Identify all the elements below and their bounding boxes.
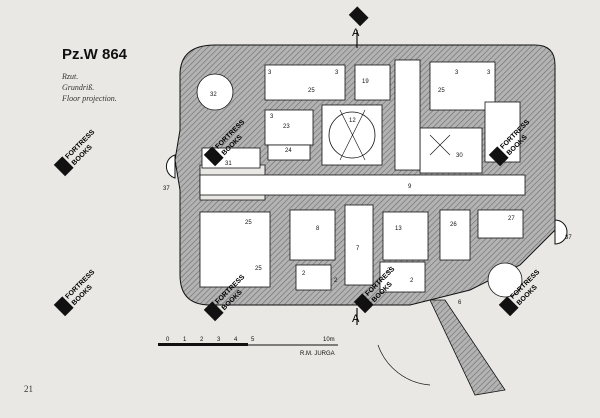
room-8: 8 bbox=[316, 226, 320, 232]
room-37b: 37 bbox=[565, 235, 572, 241]
rooms bbox=[199, 59, 526, 293]
room-25b: 25 bbox=[438, 88, 445, 94]
room-2d: 2 bbox=[387, 268, 391, 274]
room-3a: 3 bbox=[268, 70, 272, 76]
section-mark-bottom: A bbox=[352, 313, 360, 325]
scale-tick-3: 3 bbox=[217, 337, 221, 343]
scale-tick-5: 5 bbox=[251, 337, 255, 343]
room-3c: 3 bbox=[455, 70, 459, 76]
subtitle-pl: Rzut. bbox=[62, 72, 79, 81]
room-32: 32 bbox=[210, 92, 217, 98]
scale-tick-2: 2 bbox=[200, 337, 204, 343]
scale-tick-4: 4 bbox=[234, 337, 238, 343]
room-31: 31 bbox=[225, 161, 232, 167]
room-30: 30 bbox=[456, 153, 463, 159]
room-9: 9 bbox=[408, 184, 412, 190]
room-25d: 25 bbox=[255, 266, 262, 272]
entrance-ramp bbox=[429, 299, 506, 396]
scale-tick-1: 1 bbox=[183, 337, 187, 343]
room-26: 26 bbox=[450, 222, 457, 228]
room-25c: 25 bbox=[245, 220, 252, 226]
room-23: 23 bbox=[283, 124, 290, 130]
room-7: 7 bbox=[356, 246, 360, 252]
plan-title: Pz.W 864 bbox=[62, 46, 128, 63]
room-2b: 2 bbox=[410, 278, 414, 284]
cupola-12 bbox=[328, 111, 376, 159]
embrasure-right bbox=[554, 219, 568, 245]
room-12: 12 bbox=[349, 118, 356, 124]
section-mark-top: A bbox=[352, 27, 360, 39]
scale-credit: R.M. JURGA bbox=[300, 351, 335, 357]
room-37a: 37 bbox=[163, 186, 170, 192]
room-24: 24 bbox=[285, 148, 292, 154]
stair-marks bbox=[339, 109, 451, 161]
subtitle-en: Floor projection. bbox=[62, 94, 117, 103]
room-2a: 2 bbox=[334, 278, 338, 284]
room-2c: 2 bbox=[302, 271, 306, 277]
room-27: 27 bbox=[508, 216, 515, 222]
room-19: 19 bbox=[362, 79, 369, 85]
subtitle-de: Grundriß. bbox=[62, 83, 95, 92]
turret-32 bbox=[196, 73, 234, 111]
embrasure-left bbox=[166, 154, 176, 179]
scale-bar: 0 1 2 3 4 5 10m R.M. JURGA bbox=[158, 337, 338, 357]
room-13: 13 bbox=[395, 226, 402, 232]
room-3d: 3 bbox=[270, 114, 274, 120]
room-3b: 3 bbox=[335, 70, 339, 76]
room-3e: 3 bbox=[487, 70, 491, 76]
turret-6 bbox=[487, 262, 523, 298]
room-labels: 19 25 25 32 23 12 24 31 30 9 25 8 13 26 … bbox=[163, 70, 572, 306]
room-6: 6 bbox=[458, 300, 462, 306]
scale-tick-10m: 10m bbox=[323, 337, 335, 343]
page-number: 21 bbox=[24, 384, 33, 394]
room-25a: 25 bbox=[308, 88, 315, 94]
scale-tick-0: 0 bbox=[166, 337, 170, 343]
door-swing-arc bbox=[377, 344, 431, 386]
